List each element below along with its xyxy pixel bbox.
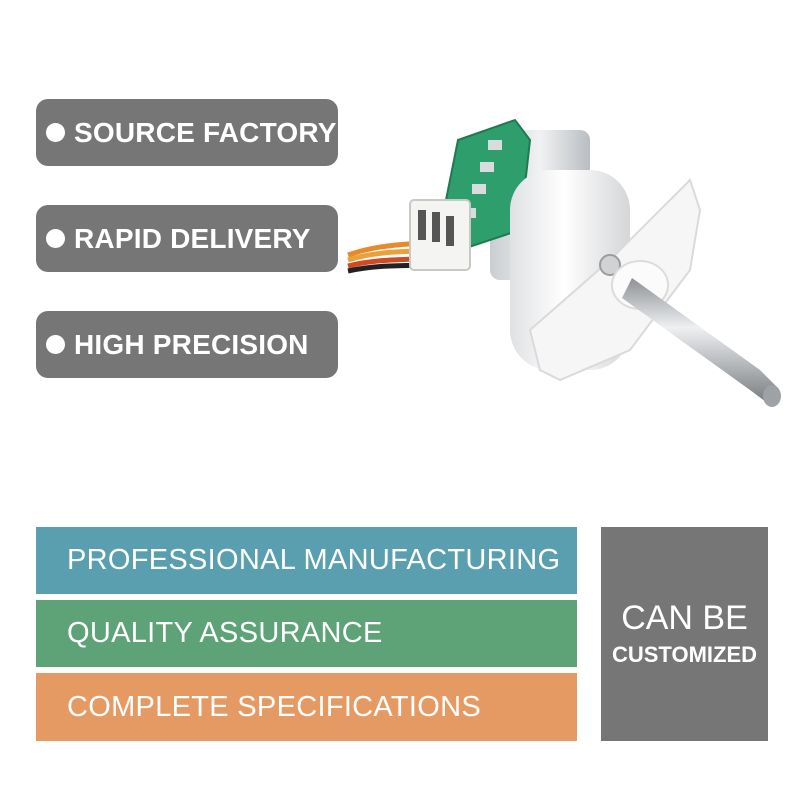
stepper-motor-icon	[347, 118, 781, 407]
bullet-dot-icon	[46, 229, 65, 248]
feature-label: RAPID DELIVERY	[74, 222, 311, 254]
feature-label: SOURCE FACTORY	[74, 116, 337, 148]
feature-badge-rapid-delivery: RAPID DELIVERY	[36, 205, 338, 272]
bar-label: QUALITY ASSURANCE	[67, 617, 383, 649]
custom-line-1: CAN BE	[621, 599, 748, 637]
bar-label: PROFESSIONAL MANUFACTURING	[67, 544, 561, 576]
feature-label: HIGH PRECISION	[74, 328, 309, 360]
bullet-dot-icon	[46, 123, 65, 142]
feature-badge-high-precision: HIGH PRECISION	[36, 311, 338, 378]
info-bar-professional-manufacturing: PROFESSIONAL MANUFACTURING	[36, 527, 577, 594]
info-bar-quality-assurance: QUALITY ASSURANCE	[36, 600, 577, 667]
custom-line-2: CUSTOMIZED	[611, 642, 758, 667]
customization-box: CAN BE CUSTOMIZED	[601, 527, 768, 741]
bullet-dot-icon	[46, 335, 65, 354]
info-bar-complete-specifications: COMPLETE SPECIFICATIONS	[36, 673, 577, 741]
bar-label: COMPLETE SPECIFICATIONS	[67, 690, 482, 723]
feature-badge-source-factory: SOURCE FACTORY	[36, 99, 338, 166]
